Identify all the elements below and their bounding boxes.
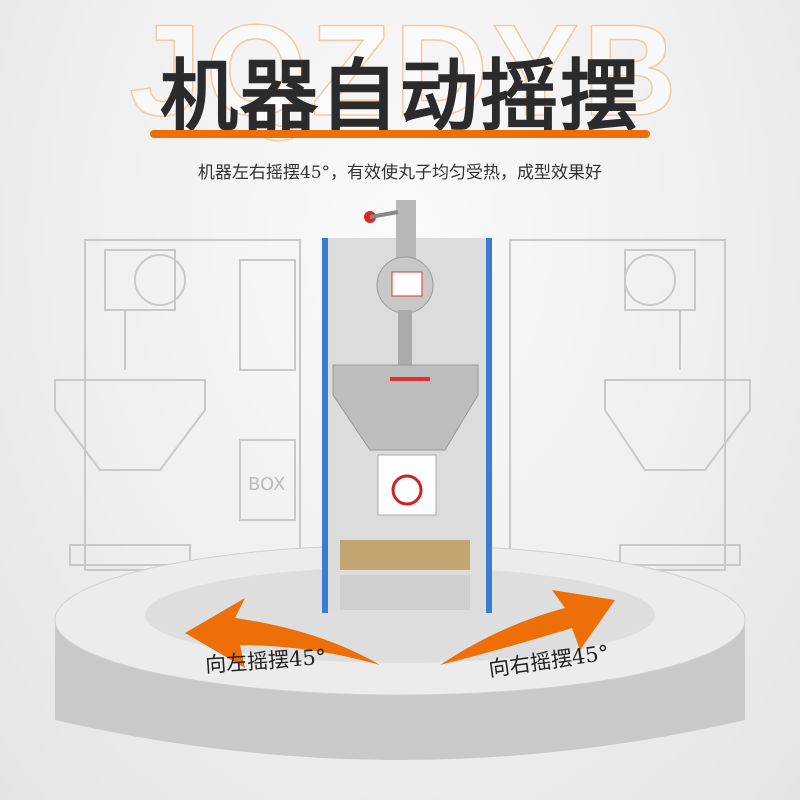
sketch-box-label: BOX xyxy=(248,474,285,495)
brand-watermark: JQZDYB xyxy=(129,0,681,143)
title-underline xyxy=(150,130,650,138)
right-line-sketch xyxy=(509,239,751,571)
right-swing-arrow xyxy=(440,590,615,665)
left-line-sketch xyxy=(54,239,301,571)
left-swing-arrow xyxy=(185,598,380,668)
subtitle: 机器左右摇摆45°，有效使丸子均匀受热，成型效果好 xyxy=(197,163,603,183)
meatball-machine xyxy=(322,200,492,613)
page-title: 机器自动摇摆 xyxy=(159,52,640,142)
